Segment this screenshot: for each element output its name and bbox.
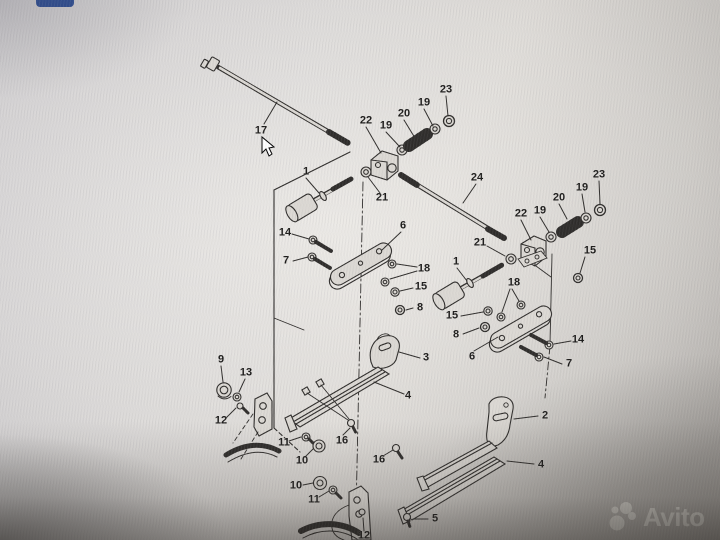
link-bar-right	[479, 272, 584, 362]
rail-left	[284, 333, 400, 433]
knob-bolt-1-right	[432, 262, 505, 311]
link-bar-left	[307, 235, 406, 316]
bracket-bottom-center	[298, 485, 372, 540]
avito-watermark: Avito	[606, 500, 705, 534]
fastener-group-bottom-center	[301, 418, 404, 500]
avito-logo-icon	[609, 502, 636, 531]
rod-24	[398, 172, 507, 241]
blue-ui-fragment	[36, 0, 74, 7]
spring-pack-left	[360, 114, 456, 181]
watermark-text: Avito	[643, 502, 705, 532]
panel-outline	[273, 151, 553, 514]
leader-lines	[220, 95, 601, 532]
rod-17	[200, 56, 351, 146]
knob-bolt-1-left	[285, 176, 354, 223]
spring-pack-right	[505, 203, 607, 268]
grommet-group-left	[216, 382, 282, 463]
rail-right	[397, 396, 514, 529]
